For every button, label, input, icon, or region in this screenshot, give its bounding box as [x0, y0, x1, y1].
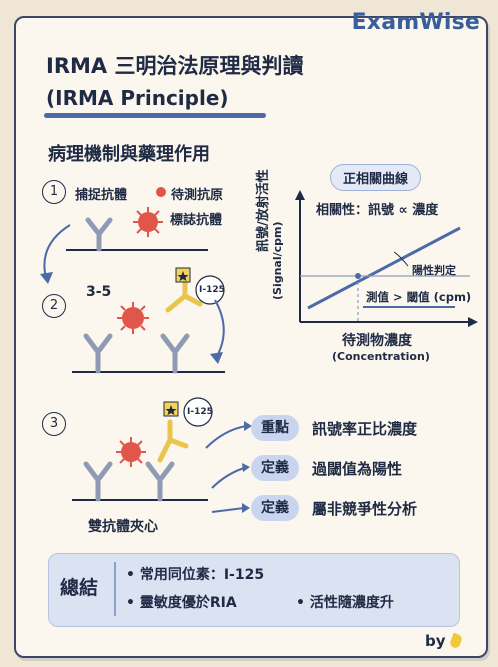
key-point-tag-1: 重點 [251, 415, 299, 441]
signal-curve [307, 226, 461, 310]
graph-ylabel-en: (Signal/cpm) [271, 221, 284, 300]
capture-antibody-icon-5 [145, 461, 175, 502]
summary-item-2: • 靈敏度優於RIA [126, 595, 237, 611]
banana-icon [448, 632, 463, 650]
time-label: 3-5 [86, 284, 112, 300]
target-antigen-label: 待測抗原 [171, 188, 224, 203]
page-title: IRMA 三明治法原理與判讀 [46, 54, 304, 78]
positive-pointer [393, 251, 409, 267]
isotope-tag-text-1: I-125 [199, 285, 225, 295]
step-3-badge: 3 [42, 412, 66, 436]
page-subtitle: (IRMA Principle) [46, 86, 229, 110]
title-underline [44, 113, 266, 118]
capture-antibody-label: 捕捉抗體 [75, 188, 128, 203]
threshold-underline [363, 306, 455, 308]
summary-box [48, 553, 460, 627]
summary-label: 總結 [60, 577, 99, 599]
threshold-point [355, 273, 361, 279]
flow-arrow-2 [214, 299, 225, 359]
poster-card [14, 16, 488, 658]
antigen-icon-1 [133, 207, 163, 237]
summary-item-3: • 活性隨濃度升 [296, 595, 394, 611]
tracer-antibody-icon-2 [157, 419, 189, 463]
sandwich-label: 雙抗體夾心 [88, 519, 158, 535]
tracer-antibody-label: 標誌抗體 [170, 213, 223, 228]
step-1-badge: 1 [42, 180, 66, 204]
flow-arrow-head-1 [40, 272, 53, 284]
graph-ylabel-zh: 訊號/放射活性 [256, 169, 271, 252]
summary-item-1: • 常用同位素：I-125 [126, 567, 265, 583]
graph-xlabel-zh: 待測物濃度 [342, 333, 412, 349]
relation-label: 相關性：訊號 ∝ 濃度 [316, 203, 439, 218]
summary-divider [114, 562, 116, 616]
section-title: 病理機制與藥理作用 [48, 144, 210, 165]
key-point-text-2: 過閾值為陽性 [312, 460, 403, 478]
capture-antibody-icon-3 [160, 333, 190, 374]
key-point-text-1: 訊號率正比濃度 [312, 420, 418, 438]
byline: by [425, 632, 463, 650]
graph-title: 正相關曲線 [330, 164, 422, 191]
graph-xlabel-en: (Concentration) [332, 350, 430, 363]
isotope-tag-2 [183, 397, 213, 427]
step-2-badge: 2 [42, 294, 66, 318]
capture-antibody-icon-2 [83, 333, 113, 374]
tracer-antibody-icon-1 [165, 277, 203, 313]
antigen-legend-dot [156, 187, 166, 197]
capture-antibody-icon-4 [83, 461, 113, 502]
key-point-tag-3: 定義 [251, 495, 299, 521]
key-point-tag-2: 定義 [251, 455, 299, 481]
point-arrow-2 [211, 467, 245, 489]
isotope-tag-1 [195, 275, 225, 305]
brand-logo: ExamWise [351, 10, 480, 35]
key-point-text-3: 屬非競爭性分析 [312, 500, 418, 518]
point-arrow-3 [211, 507, 245, 513]
flow-arrow-head-2 [210, 352, 223, 364]
antigen-icon-2 [117, 302, 149, 334]
positive-label: 陽性判定 [412, 264, 456, 277]
capture-antibody-icon-1 [85, 217, 113, 252]
antigen-icon-3 [116, 437, 146, 467]
threshold-label: 測值 > 閾值 (cpm) [366, 290, 472, 304]
isotope-tag-text-2: I-125 [187, 407, 213, 417]
flow-arrow-1 [43, 224, 71, 279]
point-arrow-1 [205, 425, 247, 449]
